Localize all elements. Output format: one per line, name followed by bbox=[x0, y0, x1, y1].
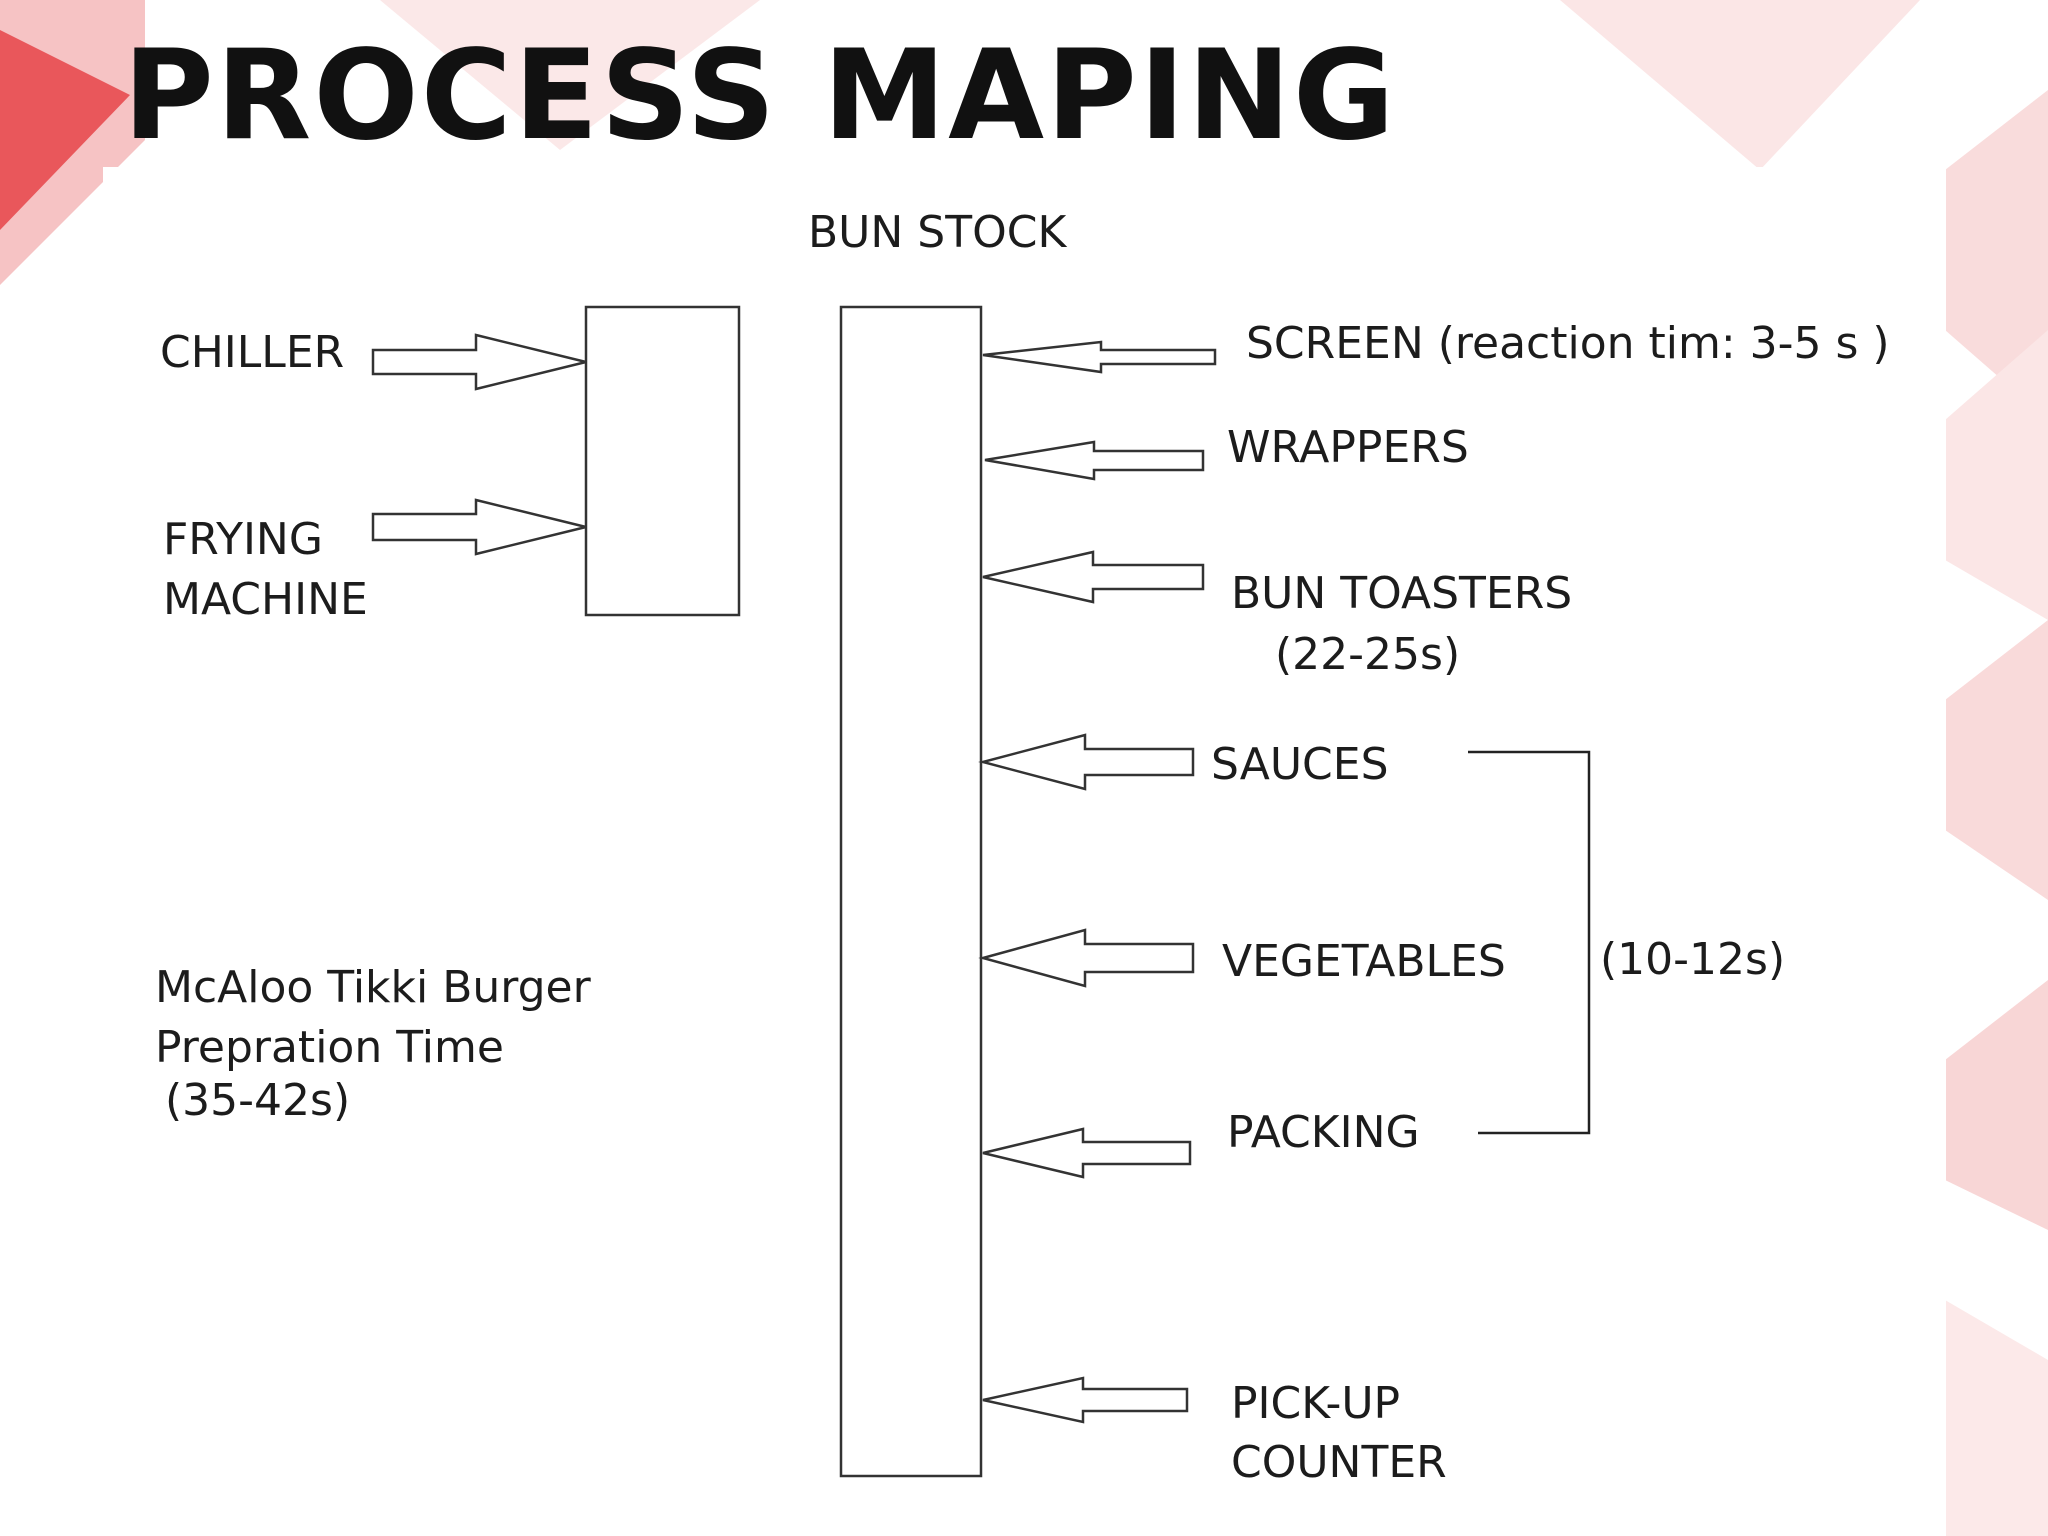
bun-toasters-arrow bbox=[982, 550, 1205, 604]
process-map-diagram: BUN STOCK CHILLER FRYING MACHINE SCREEN … bbox=[103, 167, 1946, 1536]
wrappers-arrow bbox=[984, 440, 1205, 481]
screen-label: SCREEN (reaction tim: 3-5 s ) bbox=[1246, 318, 1890, 369]
diagram-shapes bbox=[371, 305, 1591, 1478]
packing-label: PACKING bbox=[1227, 1107, 1420, 1158]
chiller-label: CHILLER bbox=[160, 327, 345, 378]
bun-toasters-label: BUN TOASTERS bbox=[1231, 568, 1573, 619]
intake-box bbox=[584, 305, 741, 617]
frying-label-line2: MACHINE bbox=[163, 574, 368, 625]
sauces-label: SAUCES bbox=[1211, 739, 1389, 790]
bun-stock-column bbox=[839, 305, 983, 1478]
prep-note-line2: Prepration Time bbox=[155, 1022, 504, 1073]
screen-arrow bbox=[982, 340, 1217, 374]
sauces-arrow bbox=[978, 733, 1195, 791]
wrappers-label: WRAPPERS bbox=[1227, 422, 1469, 473]
grouping-bracket bbox=[1468, 750, 1591, 1135]
slide-title: PROCESS MAPING bbox=[123, 24, 1397, 168]
pick-up-label-line1: PICK-UP bbox=[1231, 1378, 1401, 1429]
prep-note-line3: (35-42s) bbox=[165, 1075, 351, 1126]
pick-up-counter-arrow bbox=[982, 1376, 1189, 1424]
vegetables-arrow bbox=[978, 928, 1195, 988]
group-time-label: (10-12s) bbox=[1600, 934, 1786, 985]
packing-arrow bbox=[982, 1127, 1192, 1179]
bun-toasters-time: (22-25s) bbox=[1275, 629, 1461, 680]
prep-note-line1: McAloo Tikki Burger bbox=[155, 962, 591, 1013]
frying-label-line1: FRYING bbox=[163, 514, 323, 565]
bun-stock-label: BUN STOCK bbox=[808, 207, 1067, 258]
chiller-arrow bbox=[371, 333, 587, 391]
vegetables-label: VEGETABLES bbox=[1222, 936, 1506, 987]
frying-machine-arrow bbox=[371, 498, 587, 556]
pick-up-label-line2: COUNTER bbox=[1231, 1437, 1447, 1488]
